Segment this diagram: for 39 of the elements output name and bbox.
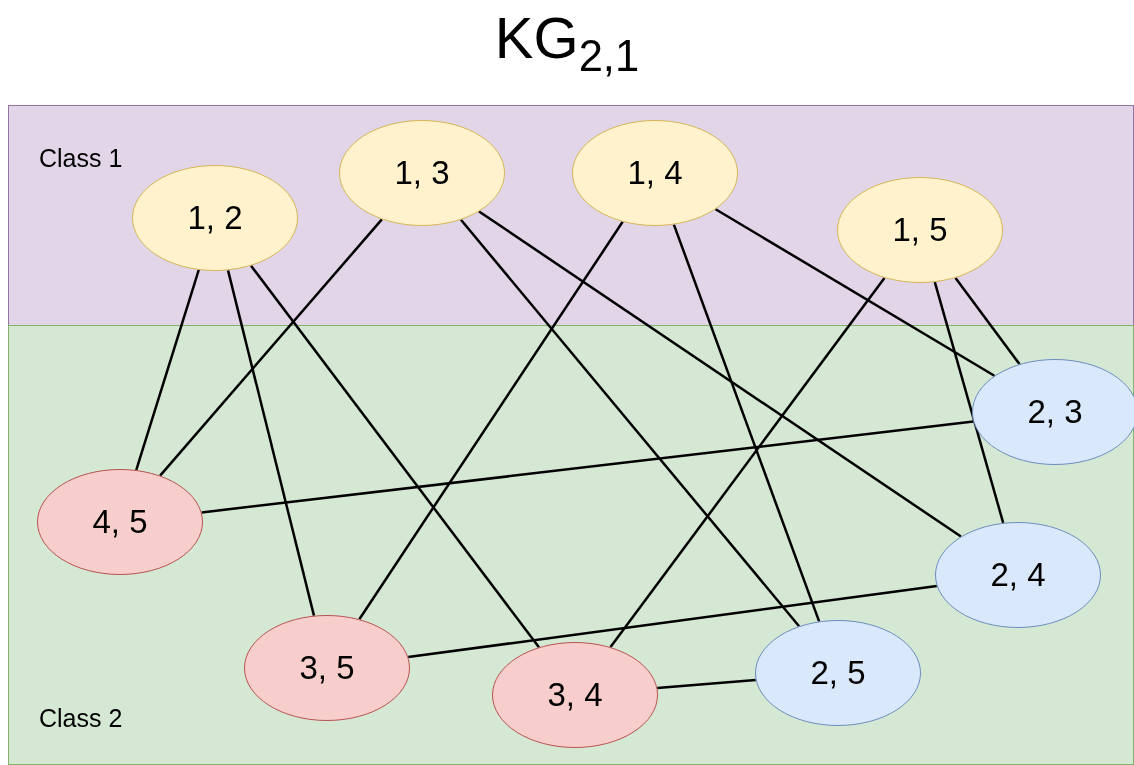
vertex-label: 3, 4	[547, 676, 603, 714]
vertex-label: 1, 2	[187, 199, 243, 237]
edge-line	[159, 218, 383, 477]
vertex-ellipse	[572, 120, 738, 226]
vertex-ellipse	[37, 469, 203, 575]
vertex-label: 1, 5	[892, 211, 948, 249]
vertex-ellipse	[755, 620, 921, 726]
vertex-label: 2, 5	[810, 654, 866, 692]
vertex-ellipse	[132, 165, 298, 271]
edge-line	[954, 277, 1021, 365]
vertex-label: 3, 5	[299, 649, 355, 687]
edge-line	[672, 224, 821, 622]
vertex-label: 2, 4	[990, 556, 1046, 594]
diagram-title: KG$_{2,1}$	[494, 6, 640, 81]
edge-line	[201, 420, 974, 514]
edge-line	[714, 208, 996, 377]
edge-line	[933, 281, 1005, 524]
vertex-ellipse	[492, 642, 658, 748]
vertex-label: 1, 3	[394, 154, 450, 192]
vertex-ellipse	[935, 522, 1101, 628]
vertex-label: 4, 5	[92, 503, 148, 541]
vertex-ellipse	[244, 615, 410, 721]
edge-line	[609, 277, 886, 648]
vertex-ellipse	[339, 120, 505, 226]
class-band	[8, 105, 1134, 326]
edge-line	[226, 270, 316, 616]
edge-line	[250, 265, 540, 648]
edge-line	[358, 221, 624, 620]
vertex-label: 2, 3	[1027, 393, 1083, 431]
vertex-label: 1, 4	[627, 154, 683, 192]
vertex-ellipse	[837, 177, 1003, 283]
band-label: Class 1	[39, 144, 123, 173]
edge-line	[408, 584, 937, 659]
edge-line	[657, 678, 756, 690]
class-band	[8, 325, 1134, 765]
edge-line	[135, 269, 200, 471]
band-label: Class 2	[39, 704, 123, 733]
edge-line	[459, 219, 801, 627]
edge-line	[478, 210, 962, 538]
